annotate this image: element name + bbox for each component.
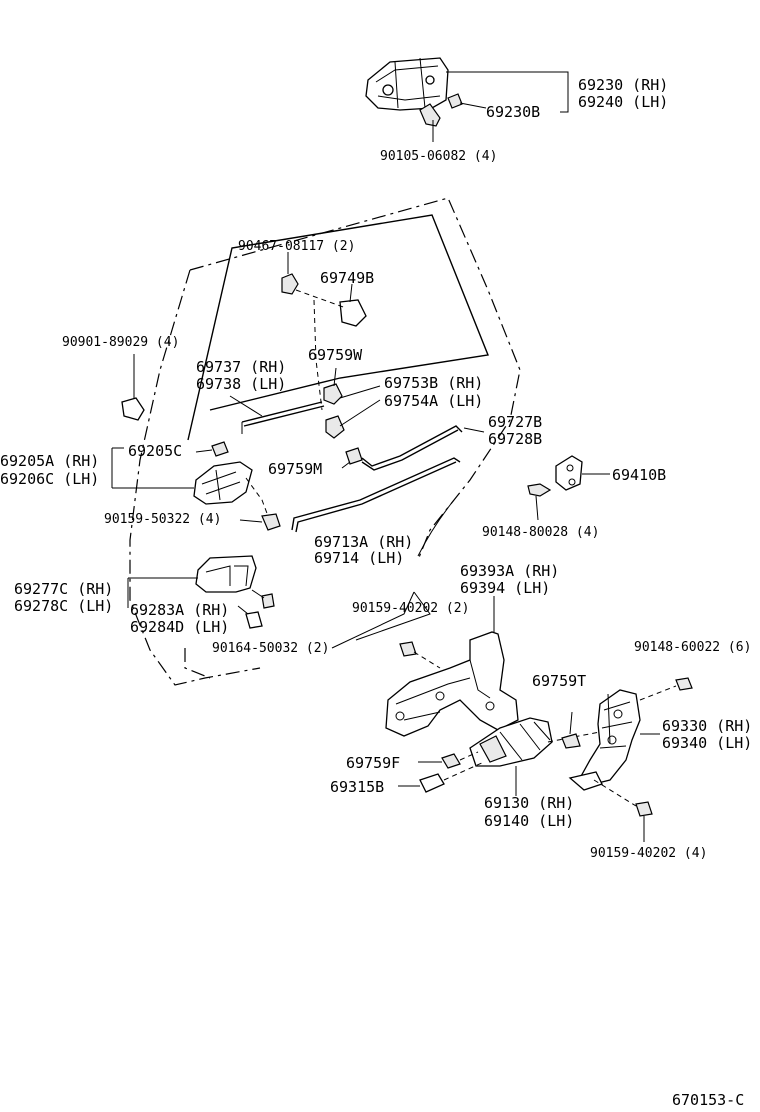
label-69230: 69230 (RH) xyxy=(578,76,668,94)
label-69728b: 69728B xyxy=(488,430,542,448)
door-handle-69130-part xyxy=(469,717,611,796)
label-69759w: 69759W xyxy=(308,346,363,364)
label-69283a: 69283A (RH) xyxy=(130,601,229,619)
leader-90159-90164 xyxy=(331,591,441,669)
label-69727b: 69727B xyxy=(488,413,542,431)
label-69278c: 69278C (LH) xyxy=(14,597,113,615)
label-69754a: 69754A (LH) xyxy=(384,392,483,410)
clip-69759f-part xyxy=(418,751,479,769)
label-69130: 69130 (RH) xyxy=(484,794,574,812)
label-69394: 69394 (LH) xyxy=(460,579,550,597)
label-69240: 69240 (LH) xyxy=(578,93,668,111)
label-69205c: 69205C xyxy=(128,442,182,460)
label-69738: 69738 (LH) xyxy=(196,375,286,393)
label-90159-40202-2: 90159-40202 (2) xyxy=(352,601,469,616)
label-90159-50322: 90159-50322 (4) xyxy=(104,512,221,527)
part-labels: 69230 (RH) 69240 (LH) 69230B 90105-06082… xyxy=(0,76,752,1109)
rod-clips-part xyxy=(323,367,381,439)
figure-code: 670153-C xyxy=(672,1091,744,1109)
label-90164: 90164-50032 (2) xyxy=(212,641,329,656)
label-69205a: 69205A (RH) xyxy=(0,452,99,470)
label-69230b: 69230B xyxy=(486,103,540,121)
label-69753b: 69753B (RH) xyxy=(384,374,483,392)
bracket-69749b-part xyxy=(281,252,367,411)
label-90148-80028: 90148-80028 (4) xyxy=(482,525,599,540)
label-69713a: 69713A (RH) xyxy=(314,533,413,551)
label-69759m: 69759M xyxy=(268,460,322,478)
leader-69230 xyxy=(432,71,569,142)
label-90148-60022: 90148-60022 (6) xyxy=(634,640,751,655)
lock-rod-69737-part xyxy=(229,395,325,434)
label-90159-40202-4: 90159-40202 (4) xyxy=(590,846,707,861)
label-69315b: 69315B xyxy=(330,778,384,796)
handle-bezel-part xyxy=(127,555,275,629)
label-69340: 69340 (LH) xyxy=(662,734,752,752)
label-69737: 69737 (RH) xyxy=(196,358,286,376)
striker-69410b-part xyxy=(527,455,610,521)
label-69330: 69330 (RH) xyxy=(662,717,752,735)
label-69410b: 69410B xyxy=(612,466,666,484)
rods-69727-69713-part xyxy=(291,425,485,557)
label-90105: 90105-06082 (4) xyxy=(380,149,497,164)
rod-69315b-part xyxy=(398,761,485,793)
inner-panel-69393a-part xyxy=(385,596,519,737)
label-69393a: 69393A (RH) xyxy=(460,562,559,580)
label-69206c: 69206C (LH) xyxy=(0,470,99,488)
label-69284d: 69284D (LH) xyxy=(130,618,229,636)
label-90467: 90467-08117 (2) xyxy=(238,239,355,254)
label-90901: 90901-89029 (4) xyxy=(62,335,179,350)
label-69140: 69140 (LH) xyxy=(484,812,574,830)
clip-90901-part xyxy=(121,354,145,421)
label-69749b: 69749B xyxy=(320,269,374,287)
label-69759t: 69759T xyxy=(532,672,586,690)
outside-handle-part xyxy=(365,57,463,127)
label-69714: 69714 (LH) xyxy=(314,549,404,567)
label-69759f: 69759F xyxy=(346,754,400,772)
leader-69205 xyxy=(111,447,194,489)
door-lock-assembly-part xyxy=(561,677,693,842)
label-69277c: 69277C (RH) xyxy=(14,580,113,598)
inside-handle-part xyxy=(193,441,281,531)
